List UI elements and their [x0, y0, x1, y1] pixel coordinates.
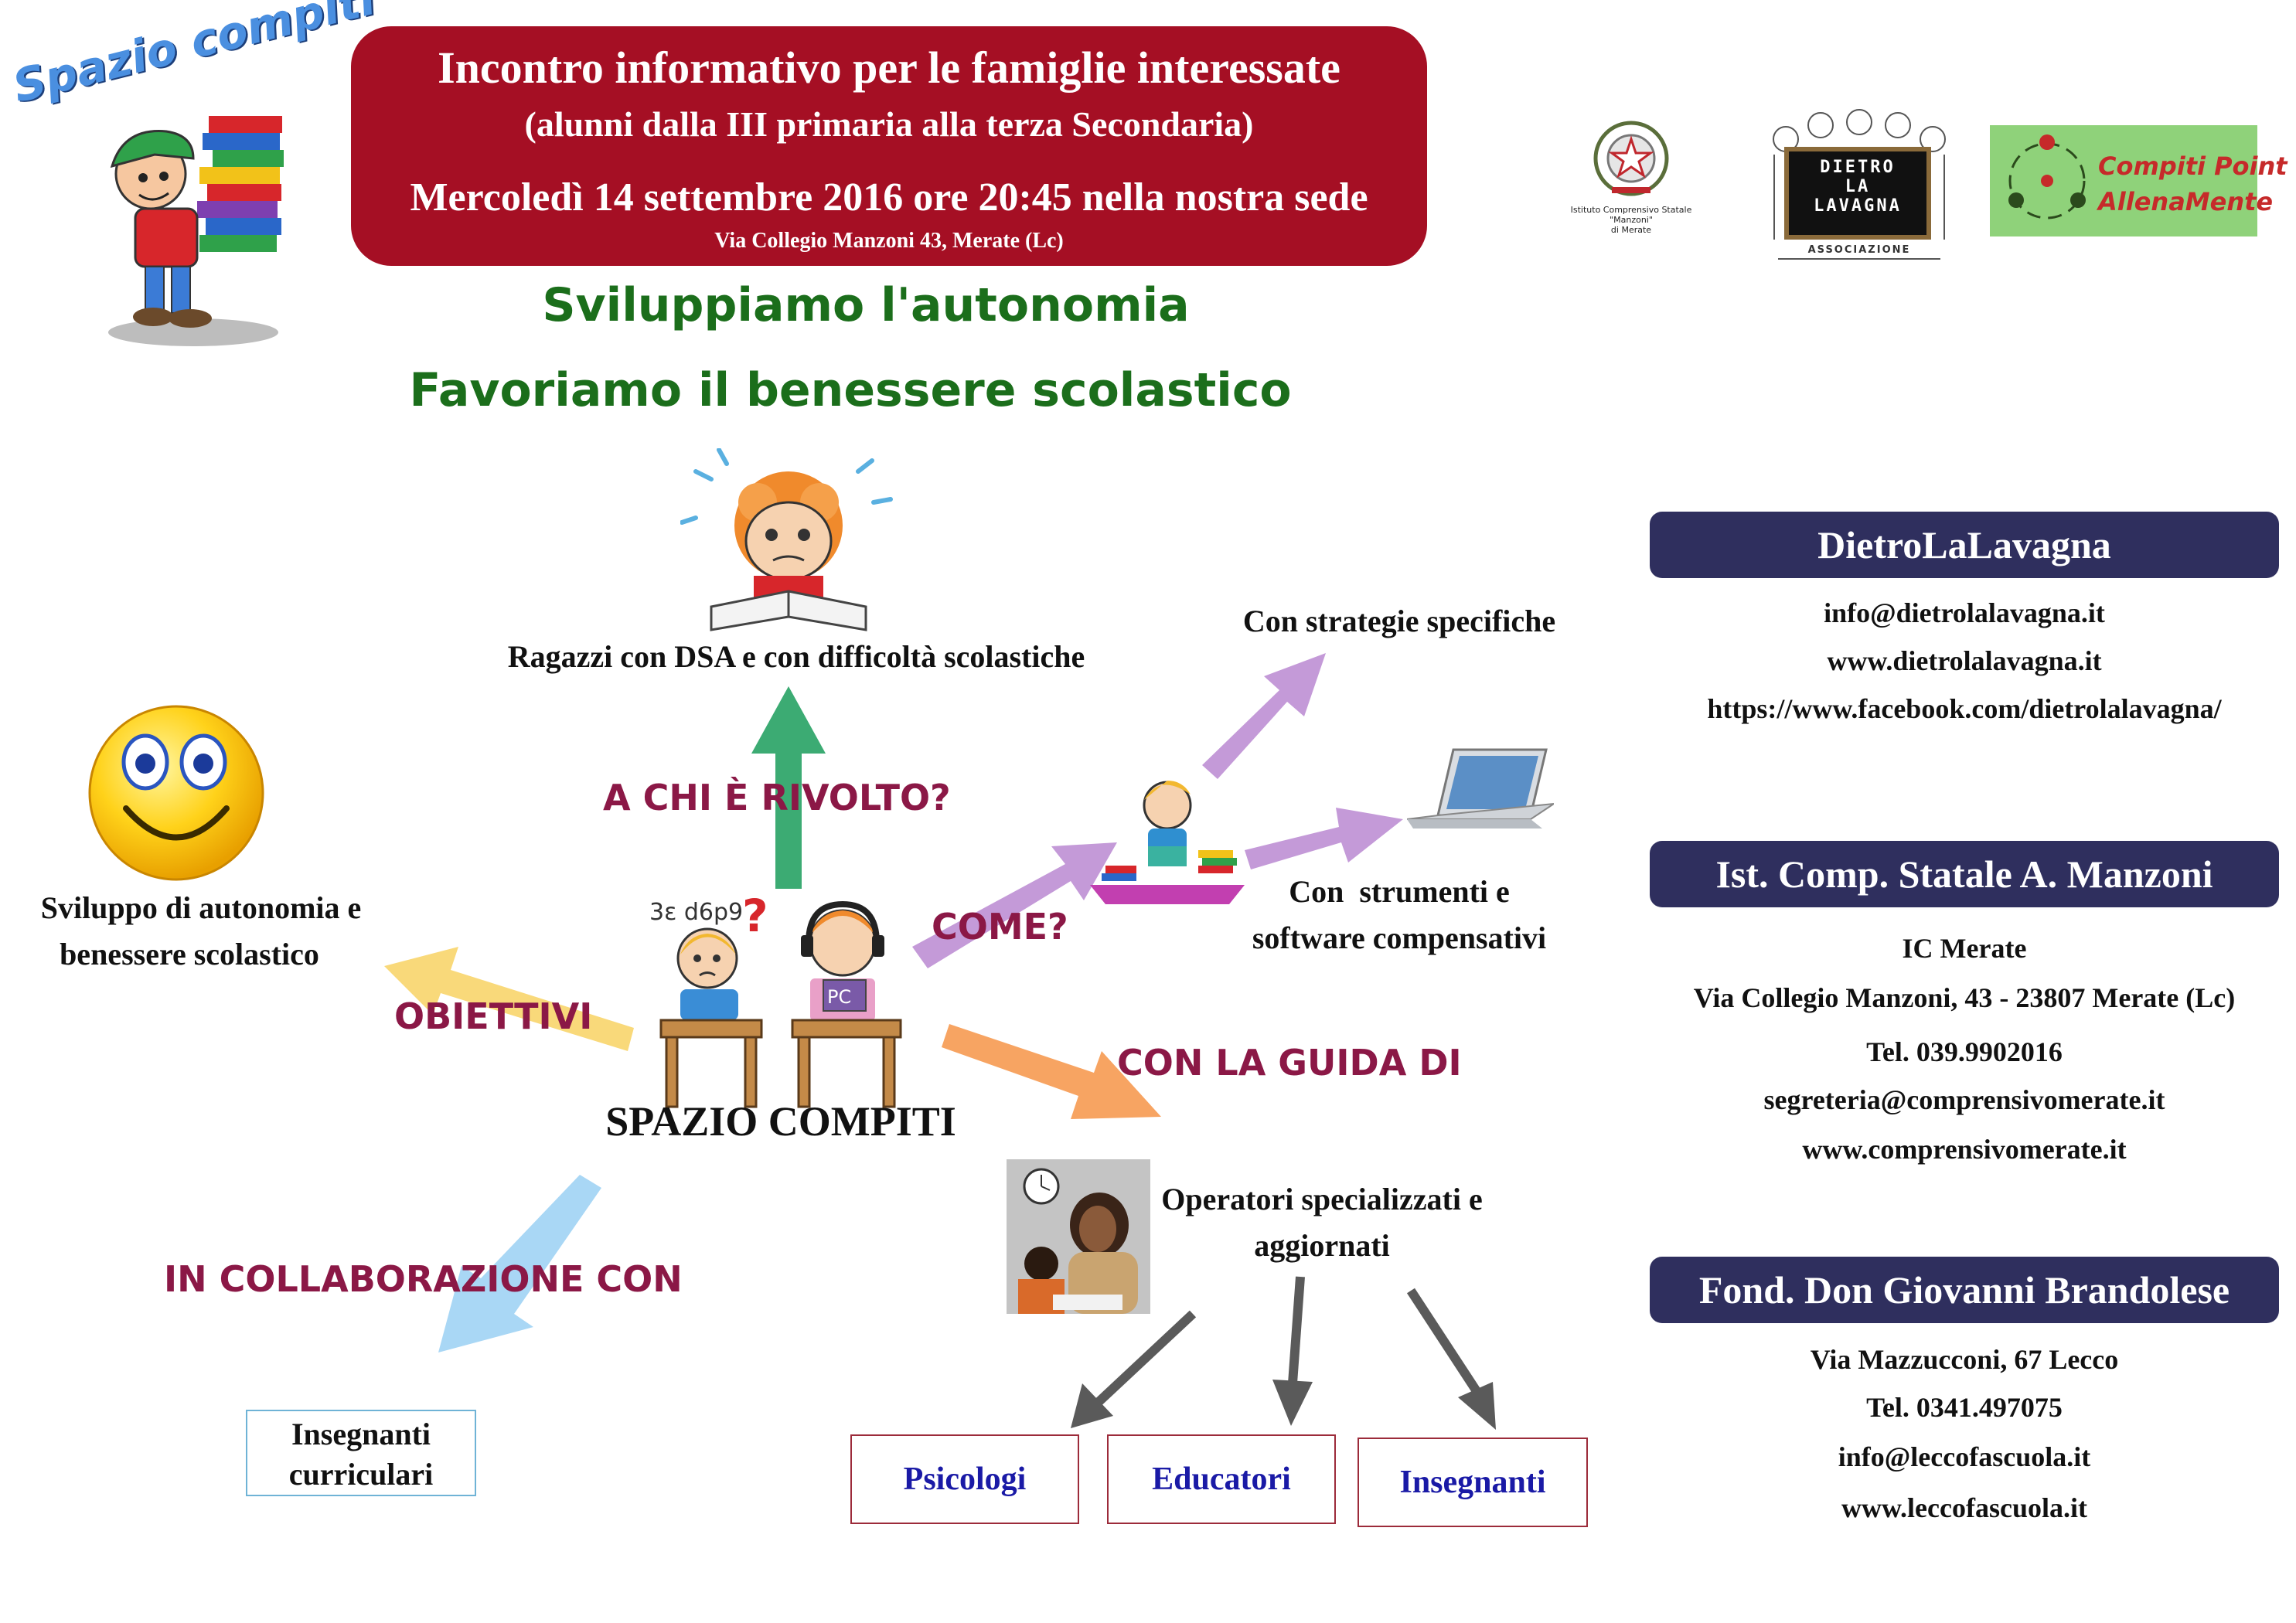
school-logo-line3: di Merate: [1610, 225, 1652, 235]
school-logo-line2: "Manzoni": [1610, 215, 1653, 225]
node-software-line2: software compensativi: [1252, 920, 1547, 955]
label-collab: IN COLLABORAZIONE CON: [164, 1258, 683, 1300]
svg-text:?: ?: [742, 890, 768, 942]
banner-address: Via Collegio Manzoni 43, Merate (Lc): [714, 229, 1064, 253]
banner-subtitle: (alunni dalla III primaria alla terza Se…: [524, 104, 1254, 144]
contact-dll-facebook: https://www.facebook.com/dietrolalavagna…: [1707, 693, 2222, 724]
contact-dll-email: info@dietrolalavagna.it: [1824, 597, 2105, 628]
node-target: Ragazzi con DSA e con difficoltà scolast…: [507, 639, 1085, 674]
center-node: SPAZIO COMPITI: [605, 1098, 956, 1145]
kid-with-books-icon: [108, 116, 284, 346]
smiley-icon: [88, 705, 264, 881]
contact-brandolese-email: info@leccofascuola.it: [1838, 1441, 2091, 1472]
pc-label: PC: [827, 986, 851, 1008]
kids-sketch-icon: [1773, 109, 1946, 260]
event-banner: Incontro informativo per le famiglie int…: [351, 26, 1427, 266]
node-strategies: Con strategie specifiche: [1242, 604, 1556, 638]
contact-manzoni-email: segreteria@comprensivomerate.it: [1763, 1084, 2165, 1115]
node-guide-line1: Operatori specializzati e: [1161, 1182, 1483, 1216]
stressed-kid-icon: [680, 448, 893, 631]
contact-manzoni-phone: Tel. 039.9902016: [1866, 1036, 2063, 1067]
compiti-point-line1: Compiti Point: [2098, 151, 2287, 181]
school-logo: Istituto Comprensivo Statale "Manzoni" d…: [1554, 116, 1708, 263]
node-goal-line1: Sviluppo di autonomia e: [40, 890, 362, 925]
node-collab-line2: curriculari: [288, 1457, 434, 1492]
role-educators: Educatori: [1107, 1434, 1336, 1524]
contact-brandolese-phone: Tel. 0341.497075: [1866, 1392, 2063, 1423]
italian-emblem-icon: [1593, 121, 1669, 196]
compiti-point-logo: Compiti Point AllenaMente: [1990, 125, 2287, 236]
contact-manzoni-address: Via Collegio Manzoni, 43 - 23807 Merate …: [1693, 982, 2236, 1013]
contact-title-dietrolalavagna: DietroLaLavagna: [1650, 512, 2279, 578]
node-collab-line1: Insegnanti: [291, 1417, 431, 1451]
label-goal: OBIETTIVI: [394, 995, 593, 1037]
blackboard-line3: LAVAGNA: [1814, 196, 1902, 216]
arrow-software: [1245, 808, 1403, 869]
headline-wellbeing: Favoriamo il benessere scolastico: [409, 363, 1292, 417]
spazio-compiti-logo: Spazio compiti: [0, 0, 380, 356]
teacher-photo-icon: [1007, 1159, 1150, 1314]
contact-manzoni-name: IC Merate: [1902, 933, 2027, 964]
blackboard-line1: DIETRO: [1820, 158, 1896, 177]
contact-dll-web: www.dietrolalavagna.it: [1827, 645, 2102, 676]
node-guide-line2: aggiornati: [1254, 1228, 1390, 1263]
reading-kid-icon: [1090, 781, 1245, 904]
dietro-la-lavagna-logo: DIETRO LA LAVAGNA ASSOCIAZIONE: [1763, 108, 1956, 263]
banner-title: Incontro informativo per le famiglie int…: [438, 43, 1340, 93]
school-logo-line1: Istituto Comprensivo Statale: [1570, 205, 1692, 215]
association-label: ASSOCIAZIONE: [1807, 244, 1911, 256]
contact-brandolese-web: www.leccofascuola.it: [1841, 1492, 2087, 1523]
blackboard-line2: LA: [1845, 177, 1871, 196]
banner-date: Mercoledì 14 settembre 2016 ore 20:45 ne…: [410, 175, 1368, 219]
node-goal-line2: benessere scolastico: [60, 937, 319, 971]
compiti-point-line2: AllenaMente: [2098, 187, 2274, 216]
blackboard: DIETRO LA LAVAGNA: [1784, 147, 1931, 240]
label-method: COME?: [932, 906, 1068, 948]
kids-at-desks-icon: 3ε d6p9 ? PC: [649, 890, 902, 1108]
role-teachers: Insegnanti: [1358, 1438, 1588, 1527]
doodle-text: 3ε d6p9: [649, 899, 743, 926]
contact-title-manzoni: Ist. Comp. Statale A. Manzoni: [1650, 841, 2279, 907]
contact-brandolese-address: Via Mazzucconi, 67 Lecco: [1810, 1344, 2119, 1375]
label-target: A CHI È RIVOLTO?: [603, 777, 951, 818]
node-software-line1: Con strumenti e: [1289, 874, 1510, 909]
laptop-icon: [1407, 748, 1554, 829]
role-psychologists: Psicologi: [850, 1434, 1079, 1524]
contact-manzoni-web: www.comprensivomerate.it: [1802, 1134, 2127, 1165]
label-guide: CON LA GUIDA DI: [1117, 1042, 1462, 1084]
contact-title-brandolese: Fond. Don Giovanni Brandolese: [1650, 1257, 2279, 1323]
node-collab: Insegnanti curriculari: [246, 1410, 476, 1496]
cycle-people-icon: [2008, 134, 2086, 219]
arrow-strategies: [1202, 653, 1326, 779]
headline-autonomy: Sviluppiamo l'autonomia: [542, 278, 1190, 332]
